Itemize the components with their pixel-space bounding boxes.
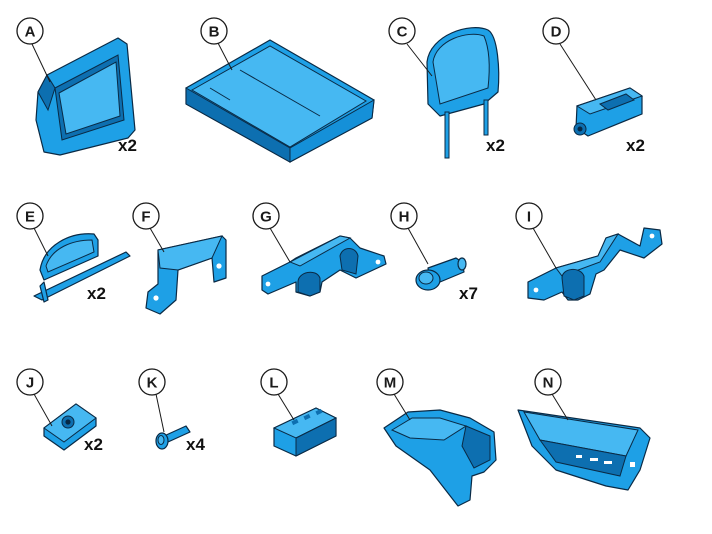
quantity-label: x2: [118, 136, 137, 155]
quantity-label: x2: [84, 435, 103, 454]
callout-label: L: [269, 375, 278, 392]
push-pin-clip-icon: [415, 257, 467, 291]
part-g: G: [252, 202, 387, 297]
quantity-label: x2: [626, 136, 645, 155]
quantity-label: x2: [486, 136, 505, 155]
callout-label: C: [397, 24, 408, 41]
callout-label: G: [260, 209, 272, 226]
part-e: E x2: [16, 202, 131, 303]
headrest-icon: [426, 27, 500, 159]
support-bracket-icon: [261, 235, 387, 297]
headrest-guide-sleeve-icon: [573, 87, 644, 137]
callout-label: N: [543, 375, 554, 392]
callout-label: E: [25, 209, 35, 226]
part-m: M: [376, 368, 497, 507]
storage-tray-icon: [517, 409, 651, 491]
part-j: J x2: [16, 368, 103, 454]
nut-clip-icon: [43, 403, 97, 451]
seat-cushion-pad-icon: [185, 39, 375, 163]
callout-label: F: [141, 209, 150, 226]
side-trim-cover-icon: [383, 409, 497, 507]
callout-label: K: [147, 375, 158, 392]
callout-label: H: [399, 209, 410, 226]
callout-label: M: [384, 375, 397, 392]
part-a: A x2: [16, 17, 137, 156]
part-b: B: [185, 17, 375, 163]
trim-bracket-icon: [33, 233, 131, 303]
callout-label: B: [209, 24, 220, 41]
part-n: N: [517, 368, 651, 491]
bolt-icon: [155, 425, 191, 450]
part-i: I: [515, 202, 663, 301]
part-l: L: [260, 368, 338, 457]
quantity-label: x7: [459, 284, 478, 303]
part-c: C x2: [388, 17, 505, 159]
connector-block-icon: [272, 407, 338, 457]
callout-label: A: [25, 24, 36, 41]
part-k: K x4: [138, 368, 205, 454]
part-f: F: [132, 202, 227, 315]
callout-label: I: [527, 209, 531, 226]
seat-back-panel-icon: [35, 37, 136, 156]
callout-label: D: [551, 24, 562, 41]
callout-label: J: [26, 375, 34, 392]
part-h: H x7: [390, 202, 478, 303]
part-d: D x2: [542, 17, 645, 155]
long-bracket-icon: [527, 227, 663, 301]
mounting-bracket-icon: [145, 235, 227, 315]
quantity-label: x2: [87, 284, 106, 303]
quantity-label: x4: [186, 435, 205, 454]
